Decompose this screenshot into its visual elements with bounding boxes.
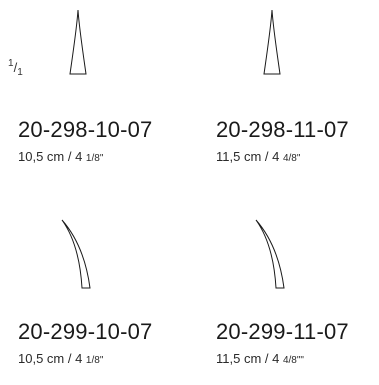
size-metric: 11,5 cm / 4	[216, 149, 283, 164]
size-fraction: 1/8"	[85, 153, 104, 164]
scale-denominator: 1	[17, 67, 23, 78]
product-size: 11,5 cm / 4 4/8""	[216, 351, 304, 366]
scale-label: 1/1	[8, 58, 23, 78]
scale-numerator: 1	[8, 58, 14, 69]
straight-blade-icon	[263, 9, 281, 75]
scale-slash: /	[13, 60, 18, 75]
size-fraction: 1/8"	[85, 355, 104, 366]
size-fraction: 4/8"	[282, 153, 301, 164]
curved-blade-icon	[255, 219, 285, 289]
straight-blade-icon	[69, 9, 87, 75]
product-code: 20-298-11-07	[216, 117, 349, 142]
product-item-2: 20-298-11-07 11,5 cm / 4 4/8"	[196, 0, 376, 170]
product-item-3: 20-299-10-07 10,5 cm / 4 1/8"	[0, 210, 180, 380]
product-item-1: 20-298-10-07 10,5 cm / 4 1/8"	[0, 0, 180, 170]
size-metric: 10,5 cm / 4	[18, 351, 86, 366]
product-code: 20-299-11-07	[216, 319, 349, 344]
product-size: 10,5 cm / 4 1/8"	[18, 351, 103, 366]
product-code: 20-299-10-07	[18, 319, 153, 344]
product-item-4: 20-299-11-07 11,5 cm / 4 4/8""	[196, 210, 376, 380]
product-size: 10,5 cm / 4 1/8"	[18, 149, 103, 164]
size-metric: 11,5 cm / 4	[216, 351, 283, 366]
curved-blade-icon	[61, 219, 91, 289]
product-code: 20-298-10-07	[18, 117, 153, 142]
size-metric: 10,5 cm / 4	[18, 149, 86, 164]
size-fraction: 4/8""	[282, 355, 304, 366]
product-size: 11,5 cm / 4 4/8"	[216, 149, 300, 164]
